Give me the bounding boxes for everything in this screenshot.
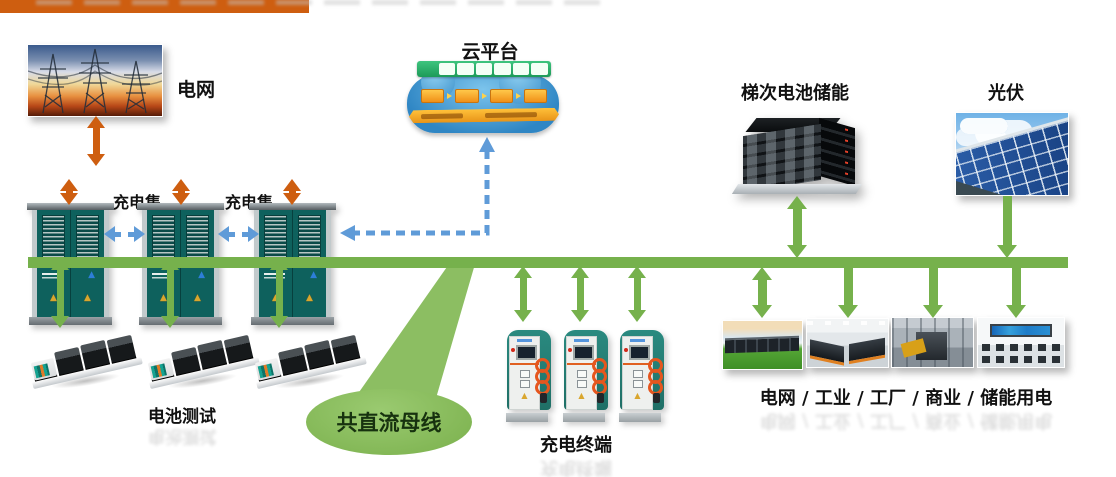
arrow-acbus-cabinet-1 [60,179,78,205]
warning-icon: ▲ [194,293,201,303]
warning-icon: ▲ [160,293,167,303]
emergency-stop-button [511,348,515,352]
arrow-dcbus-terminal-3 [628,266,646,322]
arrow-acbus-cabinet-3 [283,179,301,205]
arrow-dcbus-load-2 [838,267,858,318]
arrow-grid-acbus [87,116,105,166]
arrow-cabinet1-cabinet2 [104,226,145,242]
load-photo-grid-storage [722,320,803,370]
brand-mark-icon: ▲ [198,270,205,280]
cloud-ribbon-banner [409,108,559,124]
dc-bus-callout: 共直流母线 [306,389,472,455]
cloud-dashed-link [355,150,490,236]
arrow-dcbus-load-3 [923,267,943,318]
battery-pack-3 [250,328,367,396]
arrow-pv-dcbus [997,196,1017,258]
cloud-menu-bar [417,61,551,77]
charging-connector [597,393,604,403]
brand-mark-icon: ▲ [88,270,95,280]
grid-label: 电网 [177,79,216,101]
charging-connector [540,393,547,403]
pv-photo [955,112,1069,196]
dc-bus-bar [28,257,1068,268]
battery-pack-2 [143,328,260,396]
charging-connector [653,393,660,403]
battery-pack-1 [26,328,143,396]
dc-bus-callout-label: 共直流母线 [336,411,442,435]
brand-mark-icon: ▲ [310,270,317,280]
loads-label-reflection: 电网 / 工业 / 工厂 / 商业 / 储能用电 [759,410,1053,431]
arrow-acbus-cabinet-2 [172,179,190,205]
arrow-dcbus-pack-1 [51,258,69,328]
pv-label: 光伏 [988,83,1024,104]
cloud-dashed-link-arrowhead-left [340,225,355,241]
emergency-stop-button [568,348,572,352]
cabinet-logo [42,273,63,281]
cabinet-logo [152,273,173,281]
arrow-dcbus-load-1 [752,267,772,318]
arrow-cabinet2-cabinet3 [218,226,259,242]
terminal-screen [516,345,537,360]
terminal-screen [629,345,650,360]
arrow-storage-dcbus [787,196,807,258]
cloud-platform-graphic [405,55,563,143]
charging-terminal-3: ▲ [618,330,664,422]
cloud-app-modules [421,89,547,103]
battery-storage-rack-graphic [731,110,863,196]
solar-panel-icon [956,117,1068,195]
battery-test-label: 电池测试 [148,407,216,427]
warning-icon: ▲ [306,293,313,303]
terminal-logo [630,339,645,342]
cropped-title-remnant [36,0,601,5]
cloud-platform-label: 云平台 [461,41,519,63]
load-photo-industry [806,318,889,368]
warning-icon: ▲ [578,391,585,400]
battery-test-label-reflection: 电池测试 [148,426,216,446]
charging-terminal-label-reflection: 充电终端 [540,457,612,477]
warning-icon: ▲ [634,391,641,400]
arrow-dcbus-load-4 [1006,267,1026,318]
warning-icon: ▲ [50,293,57,303]
load-photo-factory [891,317,974,368]
arrow-dcbus-pack-2 [161,258,179,328]
arrow-dcbus-terminal-2 [571,266,589,322]
terminal-screen [573,345,594,360]
terminal-logo [517,339,532,342]
power-grid-photo [27,44,163,117]
arrow-dcbus-pack-3 [270,258,288,328]
load-photo-control-room [977,317,1065,368]
warning-icon: ▲ [521,391,528,400]
battery-storage-label: 梯次电池储能 [741,83,849,104]
warning-icon: ▲ [84,293,91,303]
transmission-towers-icon [28,48,162,114]
emergency-stop-button [624,348,628,352]
terminal-logo [574,339,589,342]
cabinet-logo [264,273,285,281]
charging-terminal-2: ▲ [562,330,608,422]
arrow-dcbus-terminal-1 [514,266,532,322]
loads-label: 电网 / 工业 / 工厂 / 商业 / 储能用电 [759,388,1053,409]
cloud-shape [407,62,559,133]
charging-terminal-1: ▲ [505,330,551,422]
charging-terminal-label: 充电终端 [540,435,612,456]
